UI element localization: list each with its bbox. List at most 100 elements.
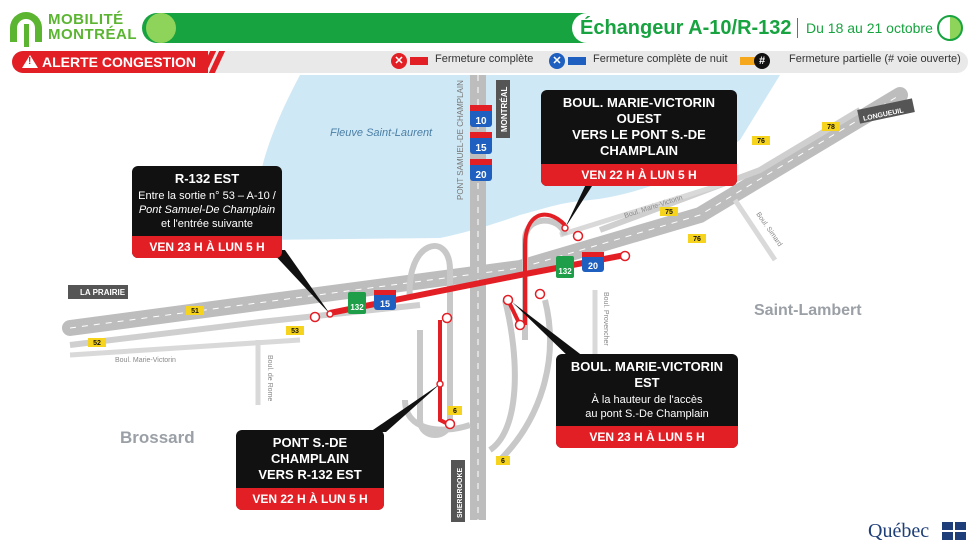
svg-text:51: 51 <box>191 308 199 315</box>
svg-text:52: 52 <box>93 340 101 347</box>
street-label-simard: Boul. Simard <box>754 211 783 248</box>
svg-text:53: 53 <box>291 328 299 335</box>
svg-text:20: 20 <box>588 261 598 271</box>
traffic-map: Fleuve Saint-Laurent 10 15 20 PONT SAMUE… <box>62 75 915 522</box>
night-closure-legend-icon: ✕ <box>549 53 565 69</box>
street-label-rome: Boul. de Rome <box>266 355 273 401</box>
callout-pont-champlain: PONT S.-DE CHAMPLAIN VERS R-132 EST VEN … <box>236 430 384 510</box>
logo-line2: MONTRÉAL <box>48 26 137 43</box>
exit-75: 75 <box>660 207 678 216</box>
place-saint-lambert: Saint-Lambert <box>754 302 862 319</box>
header: MOBILITÉ MONTRÉAL Échangeur A-10/R-132 D… <box>0 0 980 50</box>
legend-night-closure: Fermeture complète de nuit <box>593 53 728 65</box>
callout-subtitle: À la hauteur de l'accès <box>591 394 703 406</box>
legend-bar <box>12 51 968 73</box>
closure-marker <box>514 319 526 331</box>
closure-marie-victorin-ouest <box>523 212 567 325</box>
exit-6a: 6 <box>448 406 462 415</box>
callout-title: VERS LE PONT S.-DE CHAMPLAIN <box>572 127 706 158</box>
legend-partial-closure: Fermeture partielle (# voie ouverte) <box>789 53 961 65</box>
date-range: Du 18 au 21 octobre <box>806 20 933 36</box>
mobilite-montreal-logo: MOBILITÉ MONTRÉAL <box>10 10 150 47</box>
quebec-flag-icon <box>942 522 966 540</box>
logo-m-icon <box>10 12 42 47</box>
svg-text:20: 20 <box>475 170 487 181</box>
callout-subtitle: et l'entrée suivante <box>161 218 253 230</box>
svg-text:76: 76 <box>757 138 765 145</box>
callout-marie-victorin-ouest: BOUL. MARIE-VICTORIN OUEST VERS LE PONT … <box>541 90 737 186</box>
ramp-loop-west <box>406 243 453 438</box>
shield-a20-main-icon: 20 <box>582 252 604 272</box>
callout-r132-est: R-132 EST Entre la sortie n° 53 – A-10 /… <box>132 166 282 258</box>
closure-marker <box>502 294 514 306</box>
direction-sign-la-prairie: LA PRAIRIE <box>68 285 128 299</box>
exit-53: 53 <box>286 326 304 335</box>
exit-52: 52 <box>88 338 106 347</box>
green-circle-decoration <box>146 13 176 43</box>
exit-6b: 6 <box>496 456 510 465</box>
callout-anchor <box>326 310 334 318</box>
svg-text:MONTRÉAL: MONTRÉAL <box>500 87 509 132</box>
svg-text:76: 76 <box>693 236 701 243</box>
callout-pointer <box>270 250 330 314</box>
shield-a20-icon: 20 <box>470 159 492 181</box>
ramp-east-south <box>488 299 518 453</box>
closure-marker <box>534 288 546 300</box>
callout-marie-victorin-est: BOUL. MARIE-VICTORIN EST À la hauteur de… <box>556 354 738 448</box>
svg-text:78: 78 <box>827 124 835 131</box>
title-separator <box>797 18 798 38</box>
river-label: Fleuve Saint-Laurent <box>330 127 433 139</box>
svg-text:LA PRAIRIE: LA PRAIRIE <box>80 288 126 297</box>
svg-text:10: 10 <box>475 116 487 127</box>
street-label-provencher: Boul. Provencher <box>602 292 609 346</box>
svg-text:15: 15 <box>475 143 487 154</box>
svg-text:SHERBROOKE: SHERBROOKE <box>457 467 464 518</box>
alert-banner <box>12 51 208 73</box>
logo-line1: MOBILITÉ <box>48 11 124 28</box>
callout-title: PONT S.-DE CHAMPLAIN <box>271 435 349 466</box>
warning-icon <box>22 55 38 68</box>
callout-time: VEN 23 H À LUN 5 H <box>132 236 282 258</box>
callout-title: VERS R-132 EST <box>258 467 362 482</box>
callout-title: R-132 EST <box>174 171 240 186</box>
callout-subtitle: Pont Samuel-De Champlain <box>138 204 276 216</box>
svg-text:132: 132 <box>350 303 364 312</box>
svg-text:15: 15 <box>380 299 390 309</box>
alert-label: ALERTE CONGESTION <box>42 54 197 70</box>
exit-76b: 76 <box>688 234 706 243</box>
shield-a15-main-icon: 15 <box>374 290 396 310</box>
callout-anchor <box>561 224 569 232</box>
callout-time: VEN 22 H À LUN 5 H <box>541 164 737 186</box>
bridge-label: PONT SAMUEL-DE CHAMPLAIN <box>456 80 465 200</box>
svg-text:132: 132 <box>558 267 572 276</box>
callout-title: BOUL. MARIE-VICTORIN EST <box>570 359 724 390</box>
callout-anchor <box>436 380 444 388</box>
svg-text:6: 6 <box>501 458 505 465</box>
service-road-south <box>69 302 421 348</box>
shield-a15-icon: 15 <box>470 132 492 154</box>
legend-full-closure: Fermeture complète <box>435 53 534 65</box>
street-label-marie-victorin-west: Boul. Marie-Victorin <box>115 357 176 364</box>
closure-marker <box>444 418 456 430</box>
shield-r132-main-icon: 132 <box>556 256 574 278</box>
street-marie-victorin-west <box>69 337 301 358</box>
street-simard <box>732 198 778 262</box>
ramp-loop-east <box>522 217 568 340</box>
half-circle-icon <box>937 15 963 41</box>
street-marie-victorin-east <box>559 182 721 238</box>
callout-pointer <box>512 302 588 360</box>
callout-title: BOUL. MARIE-VICTORIN OUEST <box>562 95 716 126</box>
direction-sign-montreal: MONTRÉAL <box>496 80 510 138</box>
closure-marker <box>309 311 321 323</box>
shield-r132-icon: 132 <box>348 292 366 314</box>
callout-subtitle: au pont S.-De Champlain <box>585 408 709 420</box>
callout-time: VEN 22 H À LUN 5 H <box>236 488 384 510</box>
quebec-wordmark: Québec <box>868 520 930 542</box>
closure-marker <box>572 230 584 242</box>
full-closure-legend-swatch <box>410 57 428 65</box>
place-brossard: Brossard <box>120 428 195 447</box>
direction-sign-sherbrooke: SHERBROOKE <box>451 460 465 522</box>
page-title: Échangeur A-10/R-132 <box>580 17 792 39</box>
svg-text:6: 6 <box>453 408 457 415</box>
closure-markers <box>309 230 631 430</box>
